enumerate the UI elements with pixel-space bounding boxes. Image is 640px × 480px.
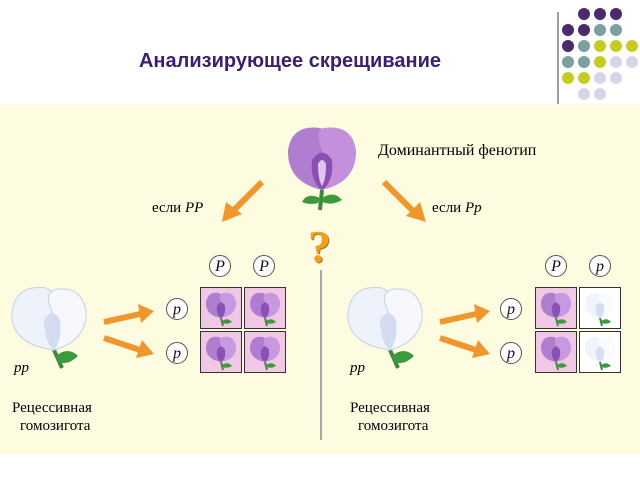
purple-flower-icon: [287, 127, 357, 211]
decorative-dot: [578, 40, 590, 52]
white-flower-icon: [11, 287, 87, 369]
decorative-dot: [578, 8, 590, 20]
decorative-dot: [610, 40, 622, 52]
decorative-dot: [578, 56, 590, 68]
decorative-dot: [626, 56, 638, 68]
gamete-side: p: [166, 342, 188, 364]
decorative-dot: [594, 8, 606, 20]
decorative-dot: [594, 24, 606, 36]
center-divider: [320, 270, 322, 440]
orange-arrow-icon: [222, 179, 265, 222]
right-parent-genotype: pp: [350, 360, 365, 376]
decorative-dot: [610, 24, 622, 36]
header-divider: [557, 12, 559, 104]
left-parent-label-2: гомозигота: [20, 418, 91, 434]
gamete-side: p: [500, 298, 522, 320]
decorative-dot: [626, 40, 638, 52]
punnett-cell: [535, 287, 577, 329]
orange-arrow-icon: [103, 304, 154, 325]
page-title: Анализирующее скрещивание: [138, 50, 441, 72]
decorative-dot: [562, 72, 574, 84]
gamete-top: P: [545, 255, 567, 277]
decorative-dot: [594, 56, 606, 68]
decorative-dot: [610, 72, 622, 84]
punnett-cell: [200, 331, 242, 373]
left-parent-label-1: Рецессивная: [12, 400, 92, 416]
decorative-dot: [594, 72, 606, 84]
white-flower-icon: [347, 287, 423, 369]
gamete-top: P: [253, 255, 275, 277]
decorative-dot: [562, 56, 574, 68]
orange-arrow-icon: [103, 335, 154, 358]
decorative-dot: [610, 8, 622, 20]
orange-arrow-icon: [381, 179, 426, 222]
decorative-dot: [562, 40, 574, 52]
decorative-dot: [594, 40, 606, 52]
decorative-dots: [562, 8, 638, 100]
white-flower-icon: [584, 292, 616, 327]
question-mark: ?: [308, 221, 331, 272]
punnett-cell: [535, 331, 577, 373]
gamete-side: p: [166, 298, 188, 320]
dominant-phenotype-label: Доминантный фенотип: [378, 142, 537, 159]
purple-flower-icon: [249, 292, 281, 327]
gamete-top: P: [209, 255, 231, 277]
orange-arrow-icon: [439, 335, 490, 358]
decorative-dot: [594, 88, 606, 100]
decorative-dot: [610, 56, 622, 68]
purple-flower-icon: [540, 292, 572, 327]
punnett-cell: [200, 287, 242, 329]
punnett-cell: [579, 287, 621, 329]
right-parent-label-2: гомозигота: [358, 418, 429, 434]
punnett-cell: [244, 287, 286, 329]
left-branch-label: если PP: [152, 200, 204, 216]
purple-flower-icon: [205, 336, 237, 371]
punnett-cell: [244, 331, 286, 373]
gamete-side: p: [500, 342, 522, 364]
gamete-top: p: [589, 255, 611, 277]
purple-flower-icon: [540, 336, 572, 371]
left-parent-genotype: pp: [14, 360, 29, 376]
purple-flower-icon: [249, 336, 281, 371]
decorative-dot: [562, 24, 574, 36]
purple-flower-icon: [205, 292, 237, 327]
decorative-dot: [578, 72, 590, 84]
right-branch-label: если Pp: [432, 200, 482, 216]
decorative-dot: [578, 24, 590, 36]
punnett-cell: [579, 331, 621, 373]
white-flower-icon: [584, 336, 616, 371]
decorative-dot: [578, 88, 590, 100]
orange-arrow-icon: [439, 304, 490, 325]
right-parent-label-1: Рецессивная: [350, 400, 430, 416]
